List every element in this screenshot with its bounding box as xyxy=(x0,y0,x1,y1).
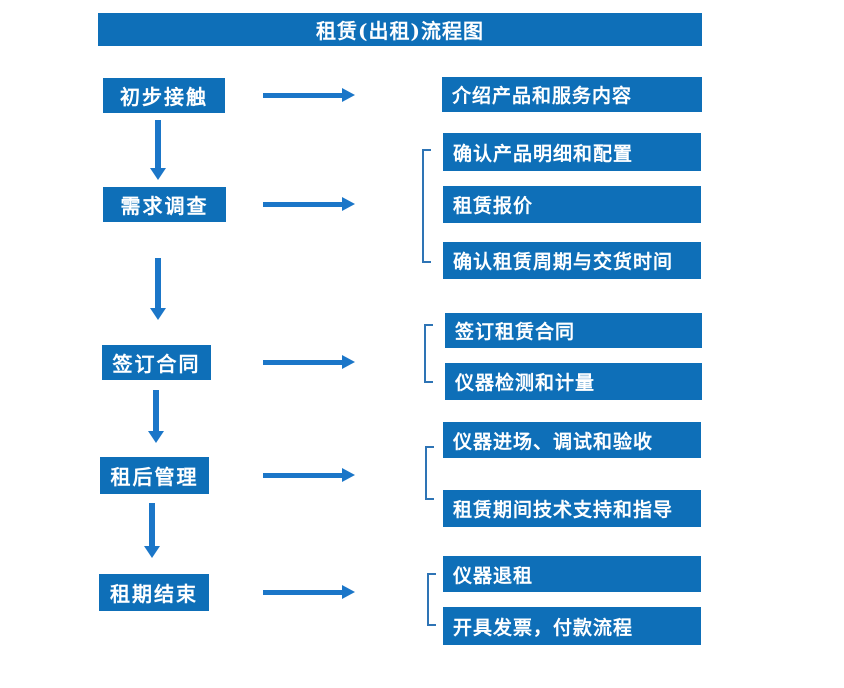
output-box-instrument-return: 仪器退租 xyxy=(443,556,701,592)
bracket-group-5 xyxy=(427,573,436,626)
bracket-group-4 xyxy=(425,446,434,500)
down-arrow-2 xyxy=(150,258,166,320)
right-arrow-4 xyxy=(263,468,355,482)
right-arrow-2 xyxy=(263,197,355,211)
output-box-introduce-products: 介绍产品和服务内容 xyxy=(442,77,702,112)
stage-box-rental-end: 租期结束 xyxy=(99,574,209,611)
down-arrow-4 xyxy=(144,503,160,558)
arrow-head xyxy=(148,431,164,443)
arrow-head xyxy=(342,197,355,211)
right-arrow-5 xyxy=(263,585,355,599)
arrow-shaft xyxy=(155,258,161,308)
arrow-head xyxy=(150,168,166,180)
output-box-instrument-testing: 仪器检测和计量 xyxy=(445,363,702,400)
down-arrow-1 xyxy=(150,120,166,180)
arrow-shaft xyxy=(263,92,342,98)
right-arrow-3 xyxy=(263,355,355,369)
output-box-instrument-setup-acceptance: 仪器进场、调试和验收 xyxy=(443,422,701,458)
output-box-confirm-rental-period: 确认租赁周期与交货时间 xyxy=(443,242,701,279)
arrow-shaft xyxy=(263,472,342,478)
right-arrow-1 xyxy=(263,88,355,102)
stage-box-post-rental-management: 租后管理 xyxy=(100,457,209,494)
arrow-shaft xyxy=(153,390,159,431)
arrow-head xyxy=(342,88,355,102)
arrow-head xyxy=(342,355,355,369)
arrow-shaft xyxy=(263,589,342,595)
output-box-invoice-payment: 开具发票，付款流程 xyxy=(443,607,701,645)
output-box-sign-rental-contract: 签订租赁合同 xyxy=(445,313,702,348)
arrow-head xyxy=(144,546,160,558)
arrow-head xyxy=(342,585,355,599)
stage-box-demand-survey: 需求调查 xyxy=(103,187,226,222)
arrow-shaft xyxy=(263,359,342,365)
output-box-confirm-product-details: 确认产品明细和配置 xyxy=(443,133,701,171)
flowchart-title: 租赁(出租)流程图 xyxy=(98,13,702,46)
arrow-shaft xyxy=(155,120,161,168)
arrow-head xyxy=(342,468,355,482)
bracket-group-3 xyxy=(424,324,433,383)
stage-box-initial-contact: 初步接触 xyxy=(103,78,225,113)
stage-box-sign-contract: 签订合同 xyxy=(102,345,211,380)
arrow-shaft xyxy=(263,201,342,207)
bracket-group-2 xyxy=(422,149,431,263)
down-arrow-3 xyxy=(148,390,164,443)
arrow-shaft xyxy=(149,503,155,546)
arrow-head xyxy=(150,308,166,320)
output-box-rental-quote: 租赁报价 xyxy=(443,186,701,223)
output-box-rental-tech-support: 租赁期间技术支持和指导 xyxy=(443,490,701,527)
